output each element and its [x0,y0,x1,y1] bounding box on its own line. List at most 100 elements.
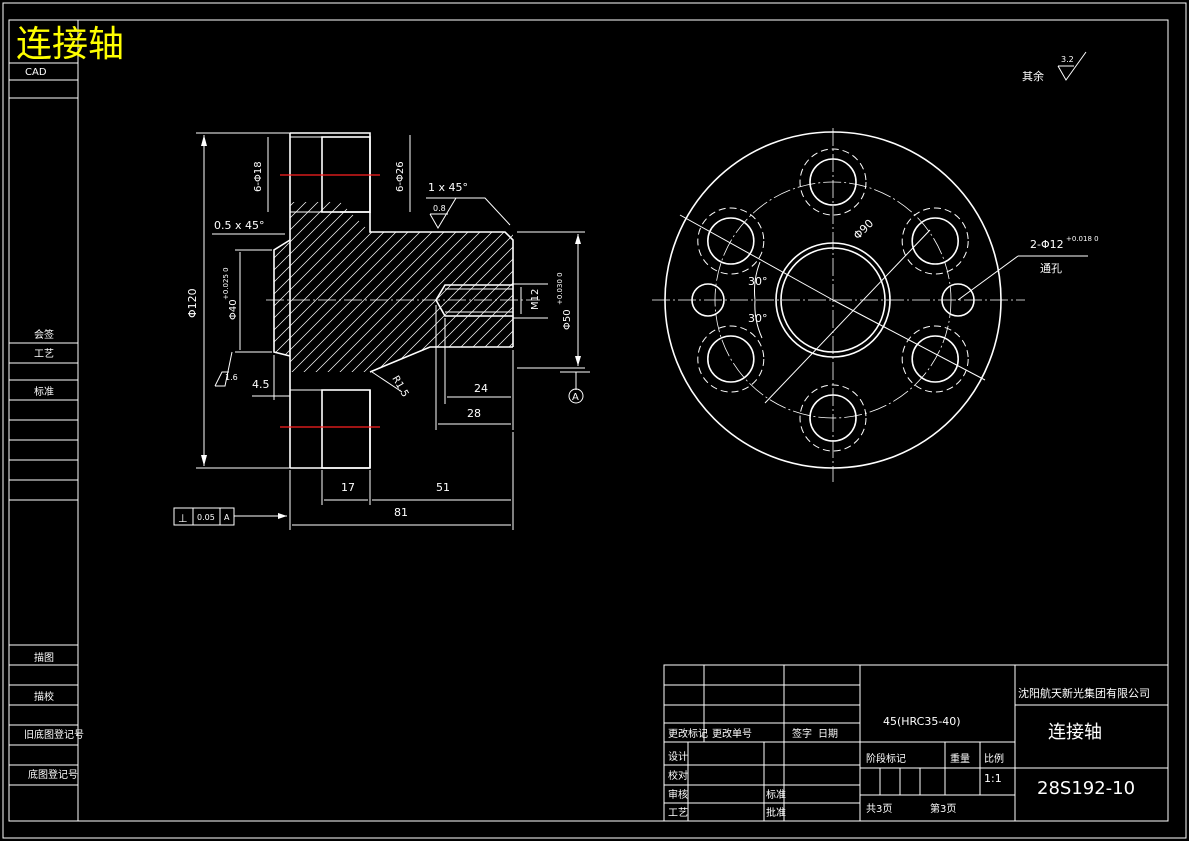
svg-text:M12: M12 [530,289,541,310]
bolt-hole-counterbore [697,325,765,393]
svg-text:比例: 比例 [984,752,1004,765]
svg-text:更改标记: 更改标记 [668,727,708,740]
bolt-hole [707,217,755,265]
side-section-view: 6-Φ18 6-Φ26 1 x 45° 0.8 0.5 x 45° Φ120 Φ… [0,132,836,530]
svg-text:更改单号: 更改单号 [712,727,752,740]
svg-text:重量: 重量 [950,752,970,765]
svg-text:设计: 设计 [668,750,688,763]
svg-text:签字: 签字 [792,727,812,740]
bolt-hole-counterbore [901,207,969,275]
hatch-line [274,202,345,372]
hatch-line [319,202,501,372]
svg-text:24: 24 [474,382,488,395]
strip-label-trace-check: 描校 [34,690,54,703]
svg-text:阶段标记: 阶段标记 [866,752,906,765]
hatch-line [274,202,357,372]
hatch-line [379,202,513,372]
hatch-line [274,202,441,372]
hatch-line [0,200,176,380]
svg-text:其余: 其余 [1022,69,1044,83]
title-overlay: 连接轴 [16,24,124,65]
svg-text:A: A [224,513,230,522]
hatch-line [32,200,212,380]
hatch-line [656,200,836,380]
hatch-line [367,202,513,372]
svg-text:1.6: 1.6 [225,373,238,382]
hatch-line [0,200,164,380]
svg-text:51: 51 [436,481,450,494]
hatch-line [632,200,812,380]
svg-text:Φ40: Φ40 [228,299,239,320]
svg-text:+0.030 0: +0.030 0 [556,272,564,305]
svg-text:81: 81 [394,506,408,519]
svg-text:2-Φ12: 2-Φ12 [1030,238,1064,251]
svg-text:⊥: ⊥ [178,512,188,525]
svg-text:0.8: 0.8 [433,204,446,213]
hatch-line [307,202,489,372]
company-name: 沈阳航天新光集团有限公司 [1018,686,1150,700]
svg-text:Φ50: Φ50 [562,309,573,330]
svg-text:6-Φ18: 6-Φ18 [253,161,264,192]
bolt-hole [809,158,857,206]
hatch-line [427,202,513,372]
svg-text:6-Φ26: 6-Φ26 [395,161,406,192]
svg-text:Φ120: Φ120 [186,288,199,318]
bolt-hole [911,217,959,265]
hatch-line [274,202,297,372]
svg-text:R1.5: R1.5 [389,374,410,399]
strip-label-countersign: 会签 [34,328,54,341]
svg-text:+0.018 0: +0.018 0 [1066,235,1099,243]
hatch-line [463,202,513,372]
hatch-line [0,200,152,380]
svg-text:批准: 批准 [766,806,786,819]
bolt-hole-counterbore [799,148,867,216]
cad-label: CAD [25,67,47,78]
strip-label-old-register: 旧底图登记号 [24,728,84,741]
hatch-line [451,202,513,372]
hatch-line [499,202,513,372]
surface-finish-note: 其余 3.2 [1022,51,1087,83]
strip-label-process: 工艺 [34,348,54,360]
strip-label-standard: 标准 [34,386,54,398]
strip-label-tracing: 描图 [34,651,54,664]
hatch-line [415,202,513,372]
part-name: 连接轴 [1048,722,1102,743]
svg-text:通孔: 通孔 [1040,262,1062,275]
svg-text:17: 17 [341,481,355,494]
bolt-hole-counterbore [901,325,969,393]
hatch-line [391,202,513,372]
section-hatching [0,200,836,380]
svg-text:Φ90: Φ90 [851,217,876,242]
svg-text:0.05: 0.05 [197,513,215,522]
strip-label-register: 底图登记号 [28,768,78,781]
svg-text:1 x 45°: 1 x 45° [428,181,468,194]
hatch-line [572,200,752,380]
svg-text:30°: 30° [748,275,768,288]
bolt-hole-counterbore [697,207,765,275]
hatch-line [295,202,477,372]
svg-text:日期: 日期 [818,728,838,740]
bolt-holes [697,148,969,452]
svg-text:4.5: 4.5 [252,378,270,391]
hatch-line [620,200,800,380]
svg-text:0.5 x 45°: 0.5 x 45° [214,219,265,232]
material-text: 45(HRC35-40) [883,715,961,728]
svg-text:工艺: 工艺 [668,807,688,819]
hatch-line [355,202,513,372]
drawing-number: 28S192-10 [1037,778,1135,799]
hatch-line [524,200,704,380]
svg-text:28: 28 [467,407,481,420]
hatch-line [274,202,333,372]
svg-text:共3页: 共3页 [866,803,892,815]
bolt-hole [809,394,857,442]
hatch-line [274,202,453,372]
bolt-hole-counterbore [799,384,867,452]
title-block: 更改标记 更改单号 签字 日期 设计 校对 审核 工艺 标准 批准 45(HRC… [663,664,1169,822]
bolt-hole [707,335,755,383]
left-strip: CAD 会签 工艺 标准 描图 描校 旧底图登记号 底图登记号 [9,20,84,821]
hatch-line [274,202,393,372]
svg-text:30°: 30° [748,312,768,325]
svg-text:校对: 校对 [668,769,688,782]
